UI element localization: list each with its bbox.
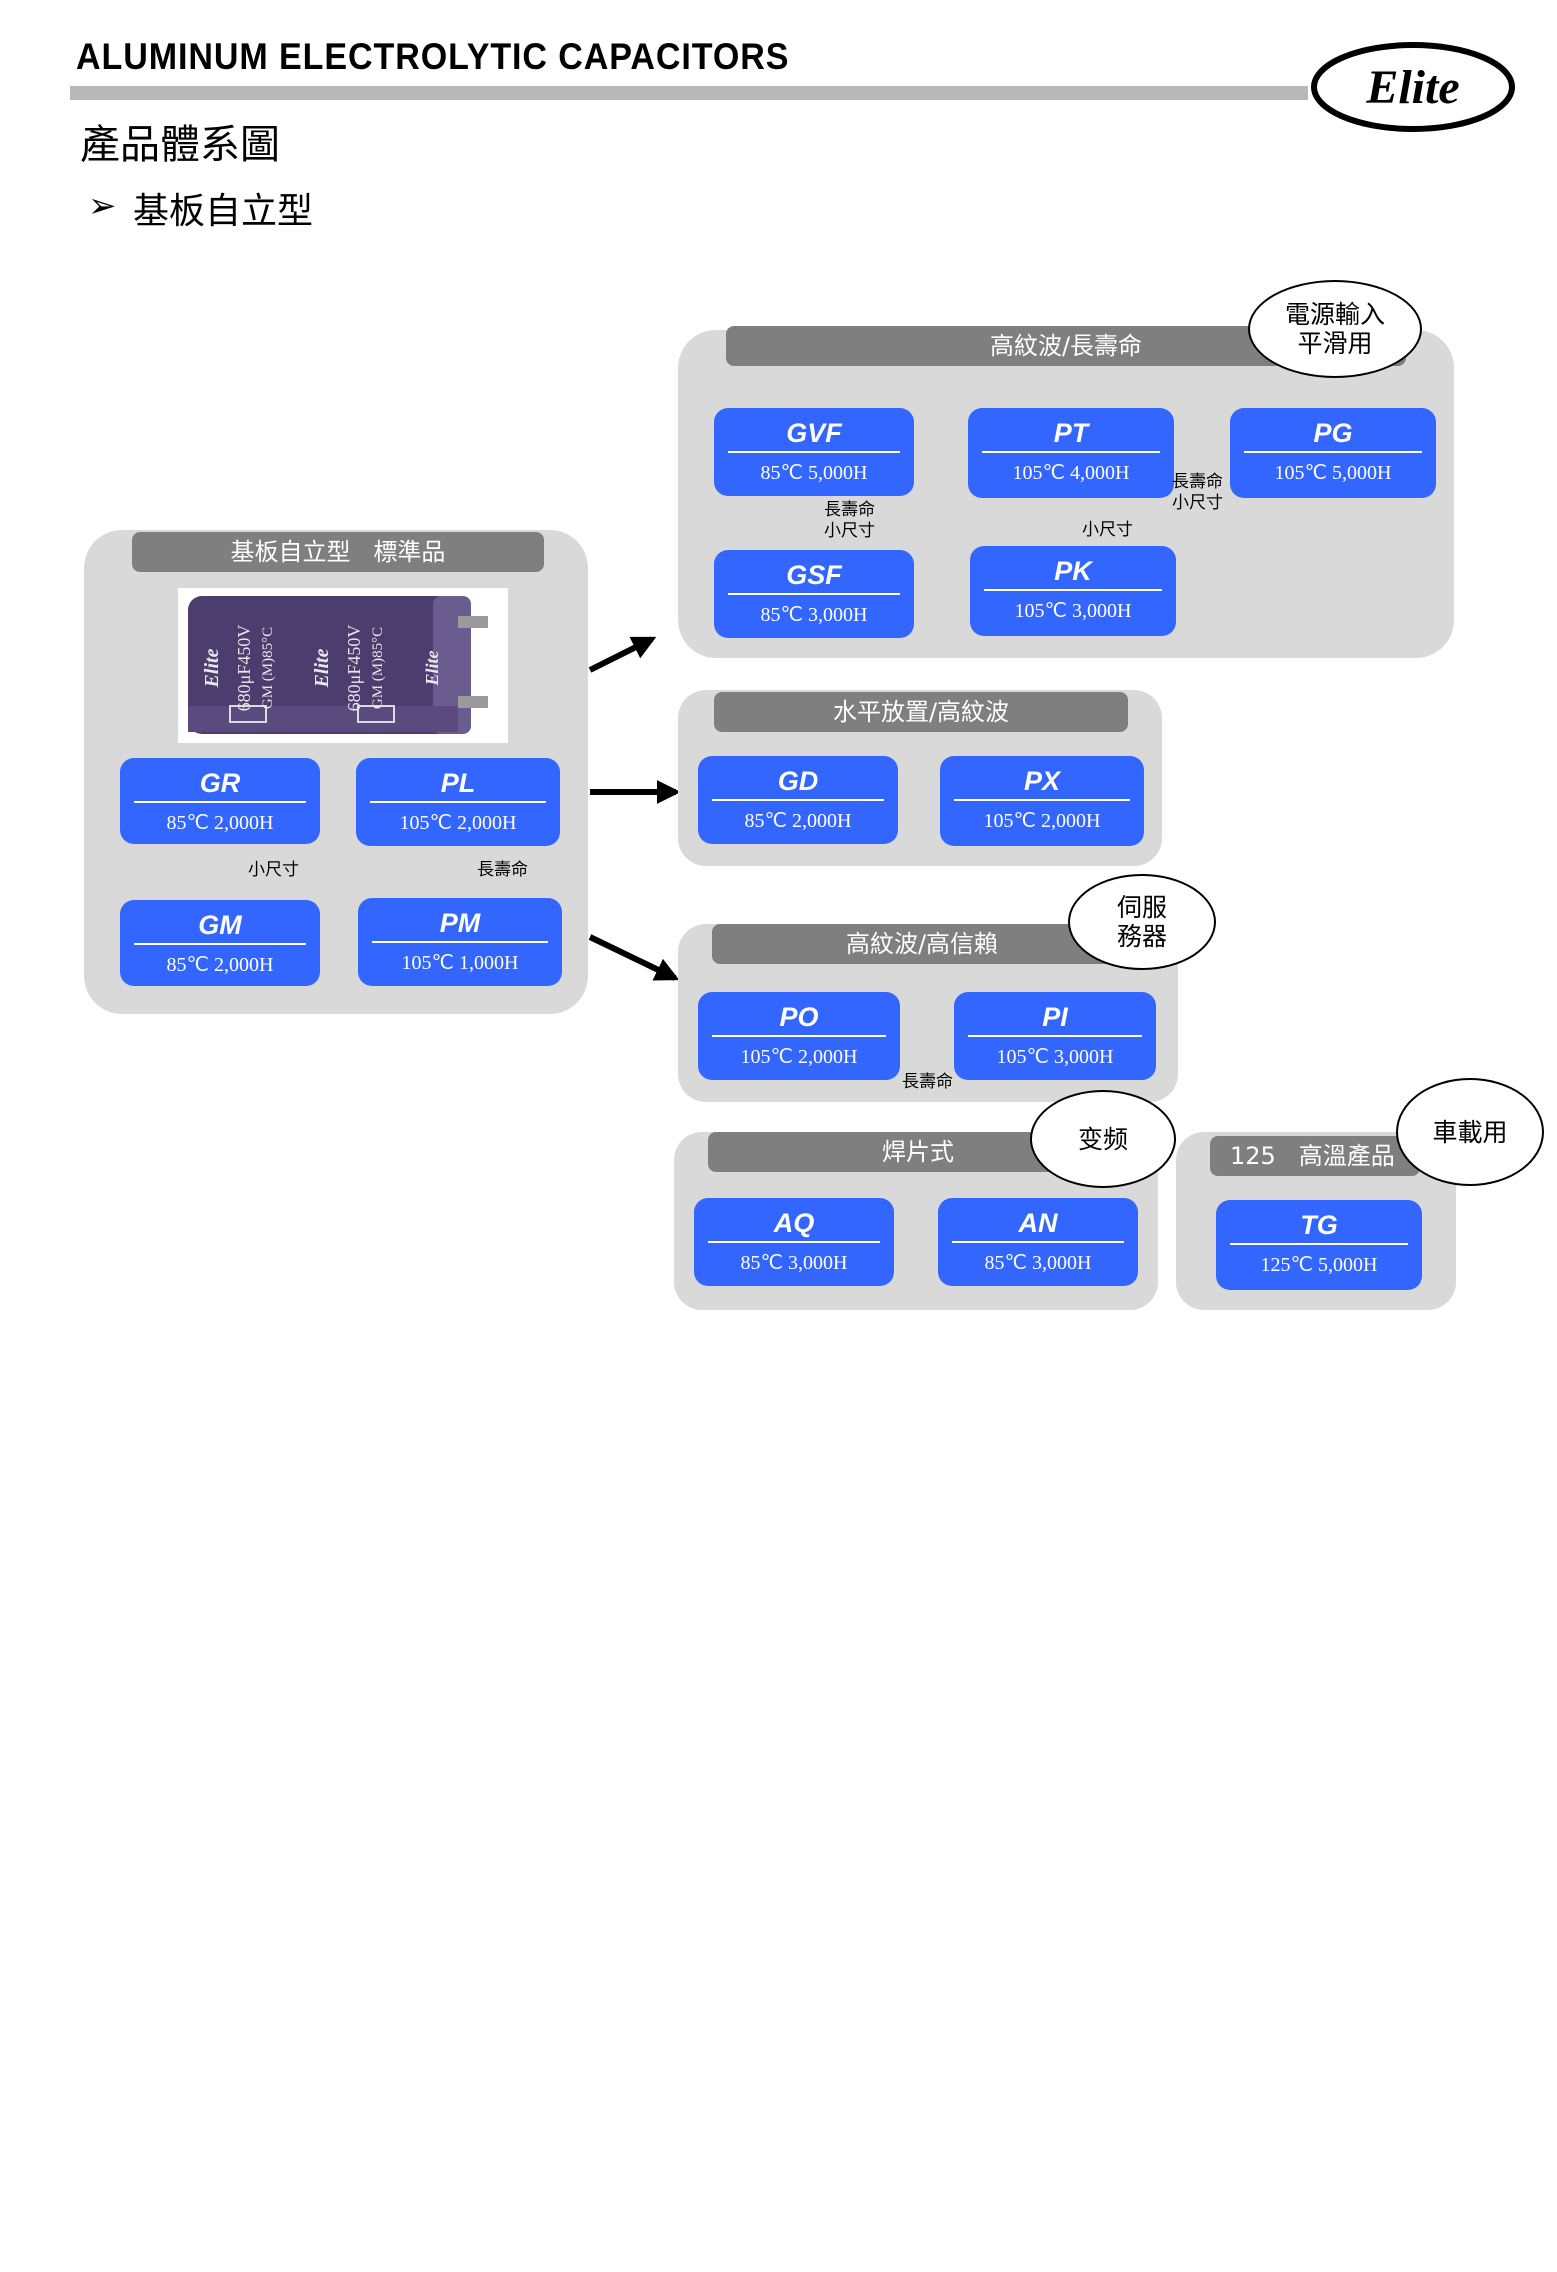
product-pi: PI 105℃ 3,000H (954, 992, 1156, 1080)
product-spec: 85℃ 3,000H (760, 604, 868, 626)
product-gm: GM 85℃ 2,000H (120, 900, 320, 986)
header-divider (70, 86, 1308, 100)
subsection-title: 基板自立型 (133, 191, 314, 232)
document-title: ALUMINUM ELECTROLYTIC CAPACITORS (76, 36, 790, 77)
svg-text:Elite: Elite (1365, 61, 1459, 114)
product-spec: 85℃ 3,000H (984, 1252, 1092, 1274)
product-code: PG (1313, 418, 1353, 448)
bullet-arrow-icon: ➢ (88, 186, 117, 226)
product-spec: 85℃ 2,000H (166, 812, 274, 834)
product-code: GR (199, 768, 241, 798)
product-an: AN 85℃ 3,000H (938, 1198, 1138, 1286)
product-spec: 105℃ 2,000H (983, 810, 1101, 832)
product-spec: 85℃ 5,000H (760, 462, 868, 484)
product-pk: PK 105℃ 3,000H (970, 546, 1176, 636)
product-code: PL (440, 768, 476, 798)
svg-text:Elite: Elite (201, 648, 223, 688)
product-spec: 105℃ 3,000H (996, 1046, 1114, 1068)
callout-inverter: 变频 (1030, 1090, 1176, 1188)
product-spec: 125℃ 5,000H (1260, 1254, 1378, 1276)
product-aq: AQ 85℃ 3,000H (694, 1198, 894, 1286)
product-code: PK (1054, 556, 1092, 586)
product-code: GVF (786, 418, 842, 448)
product-pl: PL 105℃ 2,000H (356, 758, 560, 846)
product-code: GD (777, 766, 819, 796)
svg-text:GM (M)85°C: GM (M)85°C (260, 627, 276, 709)
callout-power-input: 電源輸入 平滑用 (1248, 280, 1422, 378)
note-po-to-pi: 長壽命 (902, 1072, 953, 1092)
product-gr: GR 85℃ 2,000H (120, 758, 320, 844)
product-code: PO (779, 1002, 819, 1032)
product-spec: 105℃ 2,000H (399, 812, 517, 834)
product-pm: PM 105℃ 1,000H (358, 898, 562, 986)
capacitor-photo: Elite 680μF450V GM (M)85°C Elite 680μF45… (178, 588, 508, 743)
product-code: PI (1042, 1002, 1068, 1032)
panel-high-temp-title: 125 高溫產品 (1210, 1136, 1420, 1176)
arrow-standard-to-reliability (588, 934, 680, 981)
product-spec: 105℃ 1,000H (401, 952, 519, 974)
panel-high-ripple-reliability-title: 高紋波/高信賴 (712, 924, 1132, 964)
svg-text:680μF450V: 680μF450V (344, 625, 364, 712)
callout-automotive: 車載用 (1396, 1078, 1544, 1186)
product-code: AN (1018, 1208, 1058, 1238)
note-gsf-to-gvf: 長壽命 小尺寸 (824, 500, 875, 541)
note-pk-to-pt: 小尺寸 (1082, 520, 1133, 540)
product-pt: PT 105℃ 4,000H (968, 408, 1174, 498)
product-code: TG (1300, 1210, 1338, 1240)
product-spec: 105℃ 2,000H (740, 1046, 858, 1068)
note-pt-to-pg: 長壽命 小尺寸 (1172, 472, 1223, 513)
callout-server: 伺服 務器 (1068, 874, 1216, 970)
product-pg: PG 105℃ 5,000H (1230, 408, 1436, 498)
section-title: 產品體系圖 (80, 122, 280, 168)
product-spec: 85℃ 3,000H (740, 1252, 848, 1274)
product-spec: 105℃ 3,000H (1014, 600, 1132, 622)
product-code: PX (1023, 766, 1061, 796)
product-gvf: GVF 85℃ 5,000H (714, 408, 914, 496)
panel-standard-title: 基板自立型 標準品 (132, 532, 544, 572)
product-code: PT (1053, 418, 1089, 448)
product-px: PX 105℃ 2,000H (940, 756, 1144, 846)
product-spec: 105℃ 5,000H (1274, 462, 1392, 484)
product-spec: 85℃ 2,000H (166, 954, 274, 976)
svg-text:680μF450V: 680μF450V (234, 625, 254, 712)
panel-horizontal-title: 水平放置/高紋波 (714, 692, 1128, 732)
product-gsf: GSF 85℃ 3,000H (714, 550, 914, 638)
product-code: PM (439, 908, 481, 938)
svg-text:GM (M)85°C: GM (M)85°C (370, 627, 386, 709)
svg-text:Elite: Elite (311, 648, 333, 688)
product-gd: GD 85℃ 2,000H (698, 756, 898, 844)
arrow-standard-to-high-ripple (588, 636, 657, 673)
product-code: AQ (773, 1208, 815, 1238)
product-tg: TG 125℃ 5,000H (1216, 1200, 1422, 1290)
product-code: GM (198, 910, 242, 940)
note-gm-to-gr: 小尺寸 (248, 860, 299, 880)
elite-logo: Elite (1311, 42, 1515, 132)
product-spec: 105℃ 4,000H (1012, 462, 1130, 484)
note-pm-to-pl: 長壽命 (477, 860, 528, 880)
product-code: GSF (786, 560, 842, 590)
svg-text:Elite: Elite (422, 650, 442, 686)
product-spec: 85℃ 2,000H (744, 810, 852, 832)
product-po: PO 105℃ 2,000H (698, 992, 900, 1080)
